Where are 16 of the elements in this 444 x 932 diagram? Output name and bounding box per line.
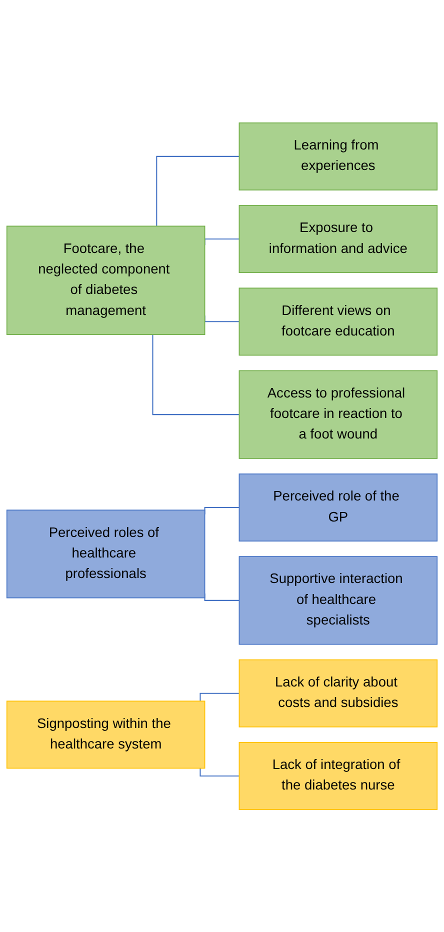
node-box: Lack of integration of the diabetes nurse: [238, 742, 438, 810]
connector: [152, 334, 240, 415]
node-box: Lack of clarity about costs and subsidies: [238, 659, 438, 728]
connector: [204, 593, 240, 601]
node-box: Access to professional footcare in reaction to a foot wound: [238, 370, 438, 459]
node-box: Different views on footcare education: [238, 287, 438, 356]
node-box: Perceived role of the GP: [238, 473, 438, 542]
node-box: Learning from experiences: [238, 122, 438, 190]
node-box: Perceived roles of healthcare professionals: [6, 509, 206, 598]
node-box: Supportive interaction of healthcare specialists: [238, 556, 438, 645]
connector: [156, 156, 240, 226]
node-box: Footcare, the neglected component of diabetes management: [6, 226, 206, 335]
node-box: Signposting within the healthcare system: [6, 700, 206, 768]
connector: [200, 768, 240, 776]
node-box: Exposure to information and advice: [238, 204, 438, 273]
connector: [200, 692, 240, 701]
